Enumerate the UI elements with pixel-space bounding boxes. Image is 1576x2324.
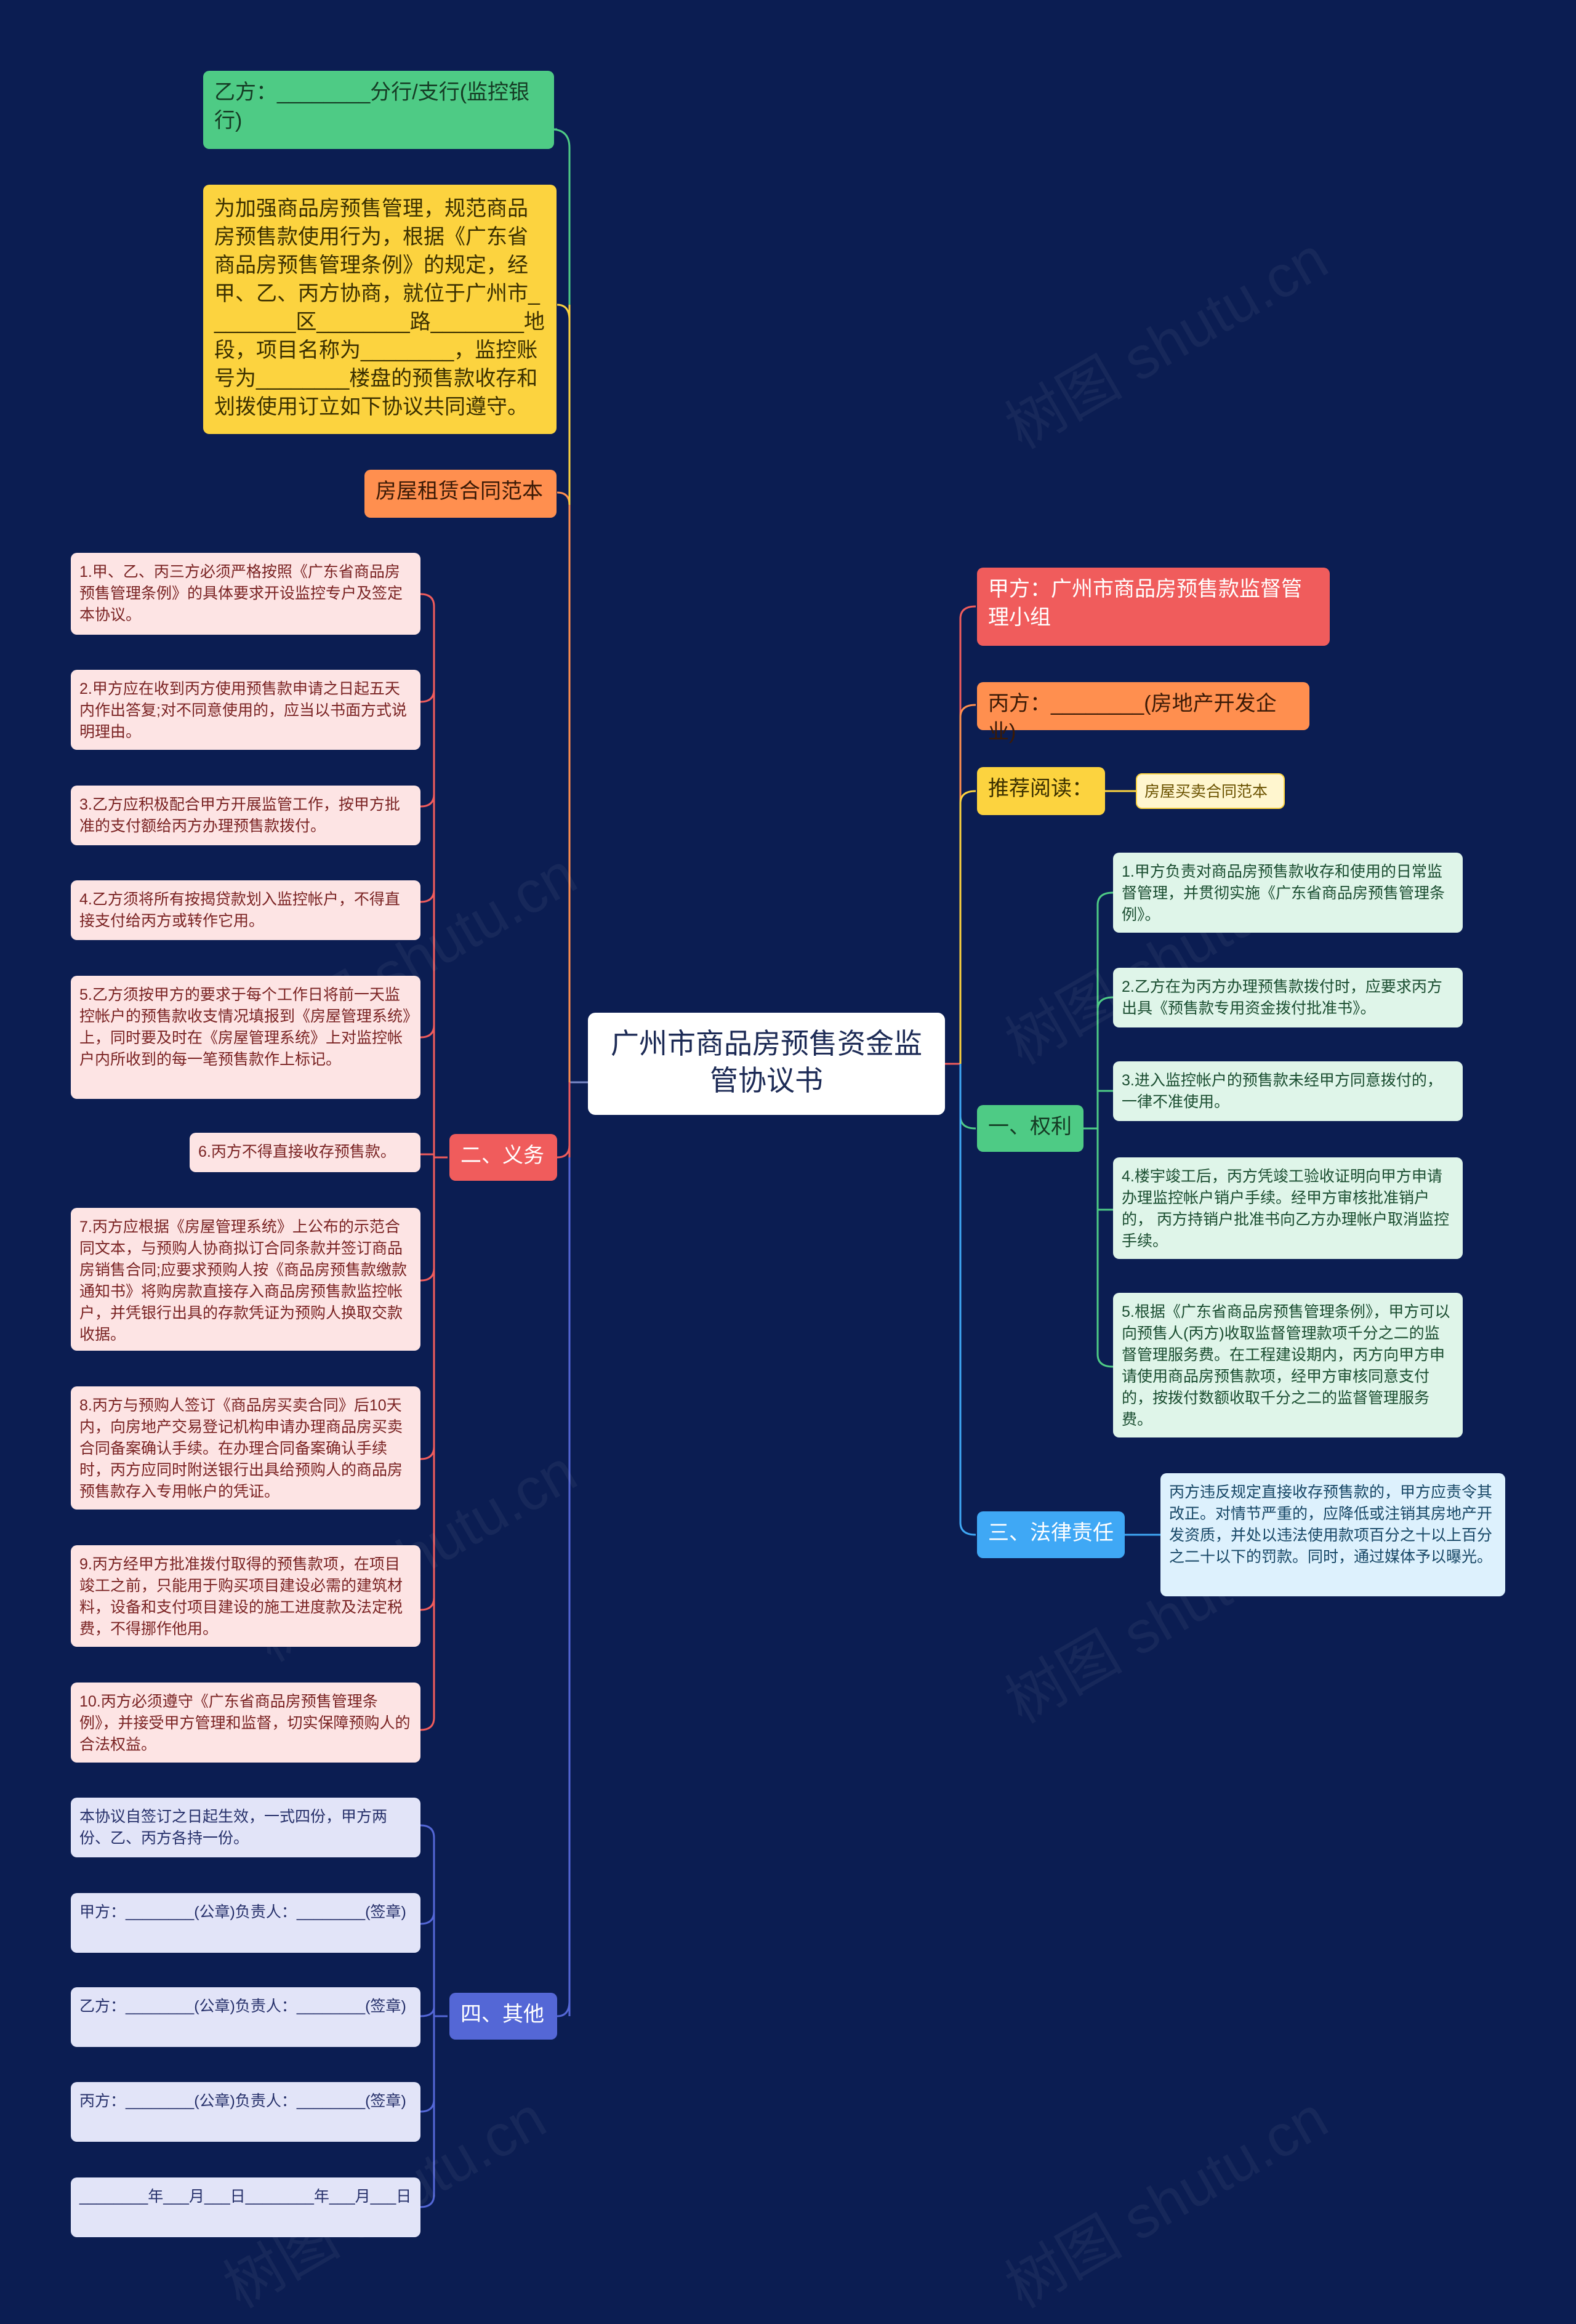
right-item[interactable]: 3.进入监控帐户的预售款未经甲方同意拨付的，一律不准使用。 <box>1113 1061 1463 1121</box>
rights-spine <box>1084 891 1114 1368</box>
duty-item[interactable]: 6.丙方不得直接收存预售款。 <box>190 1133 420 1172</box>
link-red-duties <box>557 1144 571 1159</box>
others-spine <box>420 1824 448 2208</box>
duty-item[interactable]: 3.乙方应积极配合甲方开展监管工作，按甲方批准的支付额给丙方办理预售款拨付。 <box>71 786 420 845</box>
duty-item[interactable]: 5.乙方须按甲方的要求于每个工作日将前一天监控帐户的预售款收支情况填报到《房屋管… <box>71 976 420 1099</box>
node-rental-template[interactable]: 房屋租赁合同范本 <box>364 470 557 518</box>
node-recommend[interactable]: 推荐阅读： <box>977 767 1105 815</box>
liability-item[interactable]: 丙方违反规定直接收存预售款的，甲方应责令其改正。对情节严重的，应降低或注销其房地… <box>1160 1473 1505 1596</box>
duty-item[interactable]: 8.丙方与预购人签订《商品房买卖合同》后10天内，向房地产交易登记机构申请办理商… <box>71 1386 420 1510</box>
recommend-link[interactable]: 房屋买卖合同范本 <box>1136 773 1285 809</box>
duty-item[interactable]: 1.甲、乙、丙三方必须严格按照《广东省商品房预售管理条例》的具体要求开设监控专户… <box>71 553 420 635</box>
link-indigo-others <box>557 1478 571 2017</box>
link-orange <box>557 491 571 505</box>
branch-others[interactable]: 四、其他 <box>449 1993 557 2040</box>
other-item[interactable]: 乙方：________(公章)负责人：________(签章) <box>71 1987 420 2047</box>
branch-duties[interactable]: 二、义务 <box>449 1134 557 1181</box>
duty-item[interactable]: 4.乙方须将所有按揭贷款划入监控帐户，不得直接支付给丙方或转作它用。 <box>71 880 420 940</box>
duty-item[interactable]: 10.丙方必须遵守《广东省商品房预售管理条例》，并接受甲方管理和监督，切实保障预… <box>71 1683 420 1763</box>
central-topic[interactable]: 广州市商品房预售资金监管协议书 <box>588 1013 945 1115</box>
right-item[interactable]: 1.甲方负责对商品房预售款收存和使用的日常监督管理，并贯彻实施《广东省商品房预售… <box>1113 853 1463 933</box>
right-item[interactable]: 5.根据《广东省商品房预售管理条例》，甲方可以向预售人(丙方)收取监督管理款项千… <box>1113 1293 1463 1437</box>
node-jia-fang[interactable]: 甲方：广州市商品房预售款监督管理小组 <box>977 568 1330 646</box>
duty-item[interactable]: 7.丙方应根据《房屋管理系统》上公布的示范合同文本，与预购人协商拟订合同条款并签… <box>71 1208 420 1351</box>
other-item[interactable]: ________年___月___日________年___月___日 <box>71 2177 420 2237</box>
duty-item[interactable]: 2.甲方应在收到丙方使用预售款申请之日起五天内作出答复;对不同意使用的，应当以书… <box>71 670 420 750</box>
duties-spine <box>420 593 448 1731</box>
branch-rights[interactable]: 一、权利 <box>977 1105 1084 1152</box>
node-yi-fang[interactable]: 乙方：________分行/支行(监控银行) <box>203 71 554 149</box>
other-item[interactable]: 丙方：________(公章)负责人：________(签章) <box>71 2082 420 2142</box>
right-item[interactable]: 2.乙方在为丙方办理预售款拨付时，应要求丙方出具《预售款专用资金拨付批准书》。 <box>1113 968 1463 1027</box>
node-preamble[interactable]: 为加强商品房预售管理，规范商品房预售款使用行为，根据《广东省商品房预售管理条例》… <box>203 185 557 434</box>
other-item[interactable]: 本协议自签订之日起生效，一式四份，甲方两份、乙、丙方各持一份。 <box>71 1798 420 1857</box>
link-yellow <box>557 304 571 321</box>
node-bing-fang[interactable]: 丙方：________(房地产开发企业) <box>977 682 1309 744</box>
other-item[interactable]: 甲方：________(公章)负责人：________(签章) <box>71 1893 420 1953</box>
branch-liability[interactable]: 三、法律责任 <box>977 1511 1125 1558</box>
duty-item[interactable]: 9.丙方经甲方批准拨付取得的预售款项，在项目竣工之前，只能用于购买项目建设必需的… <box>71 1545 420 1647</box>
right-item[interactable]: 4.楼宇竣工后，丙方凭竣工验收证明向甲方申请办理监控帐户销户手续。经甲方审核批准… <box>1113 1157 1463 1259</box>
